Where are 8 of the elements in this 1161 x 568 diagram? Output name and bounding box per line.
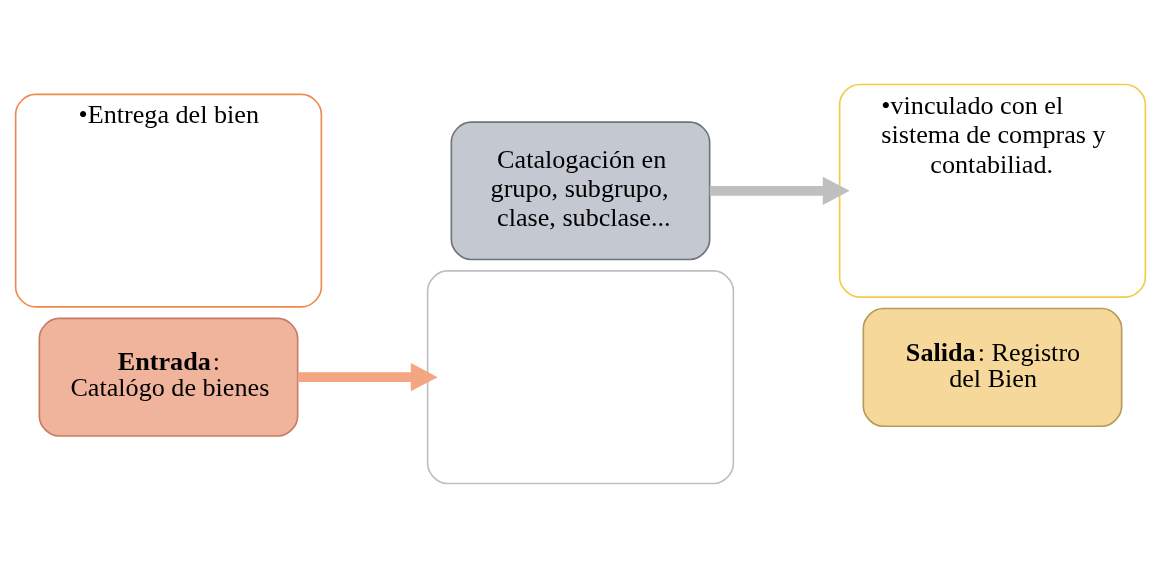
node-box: Catalogación en grupo, subgrupo, clase, subclase... xyxy=(450,121,711,261)
arrow xyxy=(709,176,850,205)
node-box: Salida: Registro del Bien xyxy=(862,307,1123,428)
node-box xyxy=(426,270,735,485)
node-box: •vinculado con el sistema de compras y contabiliad. xyxy=(838,83,1147,298)
node-box: Entrada: Catalógo de bienes xyxy=(38,317,299,437)
node-box: •Entrega del bien xyxy=(14,93,323,308)
arrow xyxy=(297,363,438,392)
